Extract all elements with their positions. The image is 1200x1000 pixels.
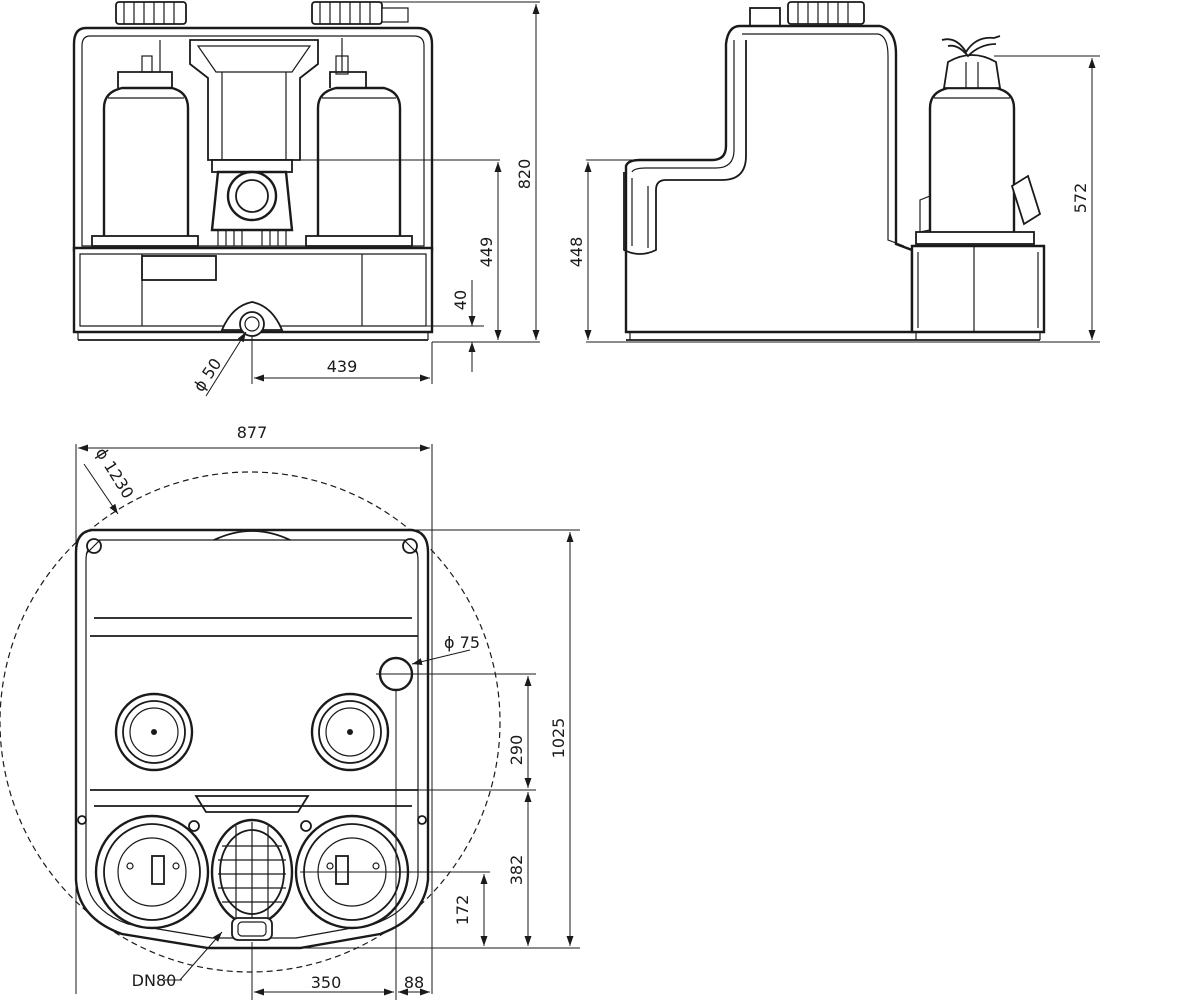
front-bottom-offset-label: 40 <box>451 290 470 310</box>
side-inlet-height-label: 448 <box>567 237 586 268</box>
front-outlet-diameter-label: ϕ 50 <box>189 355 225 395</box>
front-outlet-offset-label: 439 <box>327 357 358 376</box>
plan-width-label: 877 <box>237 423 268 442</box>
front-inlet-height-label: 449 <box>477 237 496 268</box>
plan-circle-diameter-label: ϕ 1230 <box>92 444 138 502</box>
plan-view: 877 ϕ 1230 1025 ϕ 75 290 382 172 DN80 35… <box>0 423 580 1000</box>
plan-offset-350-label: 350 <box>311 973 342 992</box>
plan-vent-offset-label: 290 <box>507 735 526 766</box>
plan-outlet-dn-label: DN80 <box>132 971 177 990</box>
plan-cap-left <box>114 692 194 772</box>
plan-outlet-offset-label: 172 <box>453 895 472 926</box>
plan-pump-offset-label: 382 <box>507 855 526 886</box>
clearance-circle <box>0 471 501 973</box>
plan-cap-right <box>310 692 390 772</box>
plan-vent-diameter-label: ϕ 75 <box>444 633 480 652</box>
side-view: 448 572 <box>567 1 1100 343</box>
front-height-total-label: 820 <box>515 159 534 190</box>
front-view: 820 449 40 439 ϕ 50 <box>72 1 540 397</box>
plan-centre-pump <box>210 818 294 941</box>
side-total-height-label: 572 <box>1071 183 1090 214</box>
plan-pump-left <box>94 814 210 930</box>
plan-offset-88-label: 88 <box>404 973 424 992</box>
plan-depth-label: 1025 <box>549 718 568 759</box>
